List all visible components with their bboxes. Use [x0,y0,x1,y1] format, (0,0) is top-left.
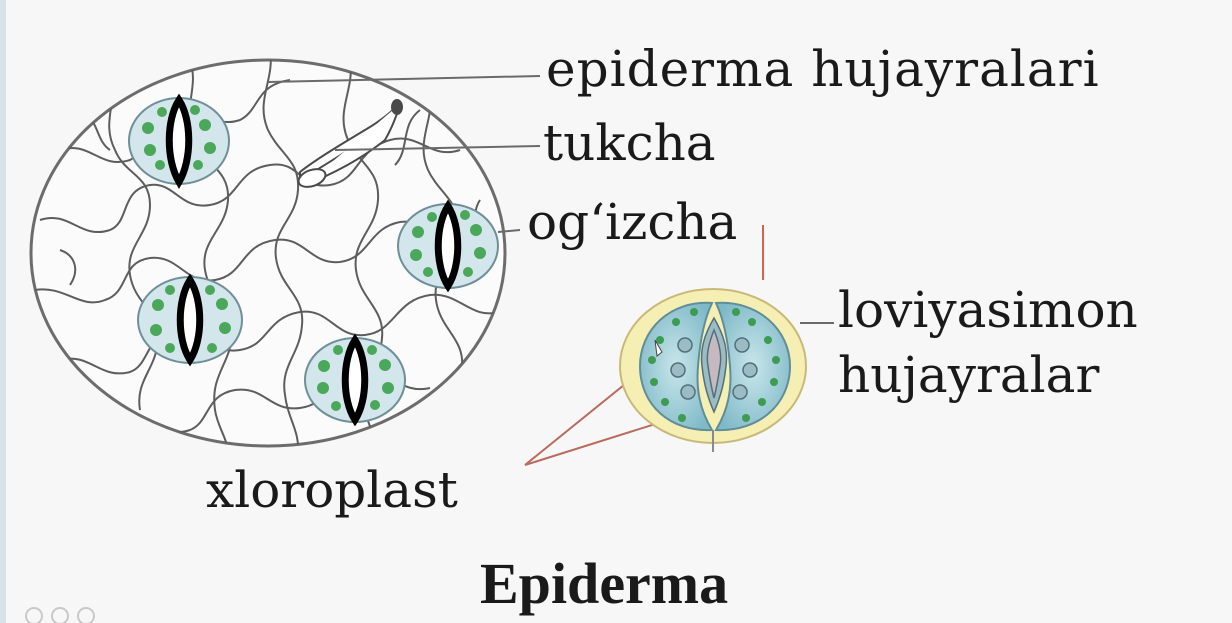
label-guard-cells-line1: loviyasimon [838,285,1138,335]
label-trichome: tukcha [543,118,716,168]
label-chloroplast: xloroplast [206,465,458,515]
small-stoma-3 [138,277,242,363]
small-stoma-4 [305,338,405,422]
enlarged-stoma [620,289,806,452]
small-stoma-1 [129,98,229,184]
label-guard-cells-line2: hujayralar [838,350,1099,400]
label-stoma: og‘izcha [527,197,737,247]
small-stoma-2 [398,204,498,288]
label-epidermis-cells: epiderma hujayralari [546,44,1100,94]
diagram-title: Epiderma [480,555,728,613]
corner-decoration [26,608,94,623]
